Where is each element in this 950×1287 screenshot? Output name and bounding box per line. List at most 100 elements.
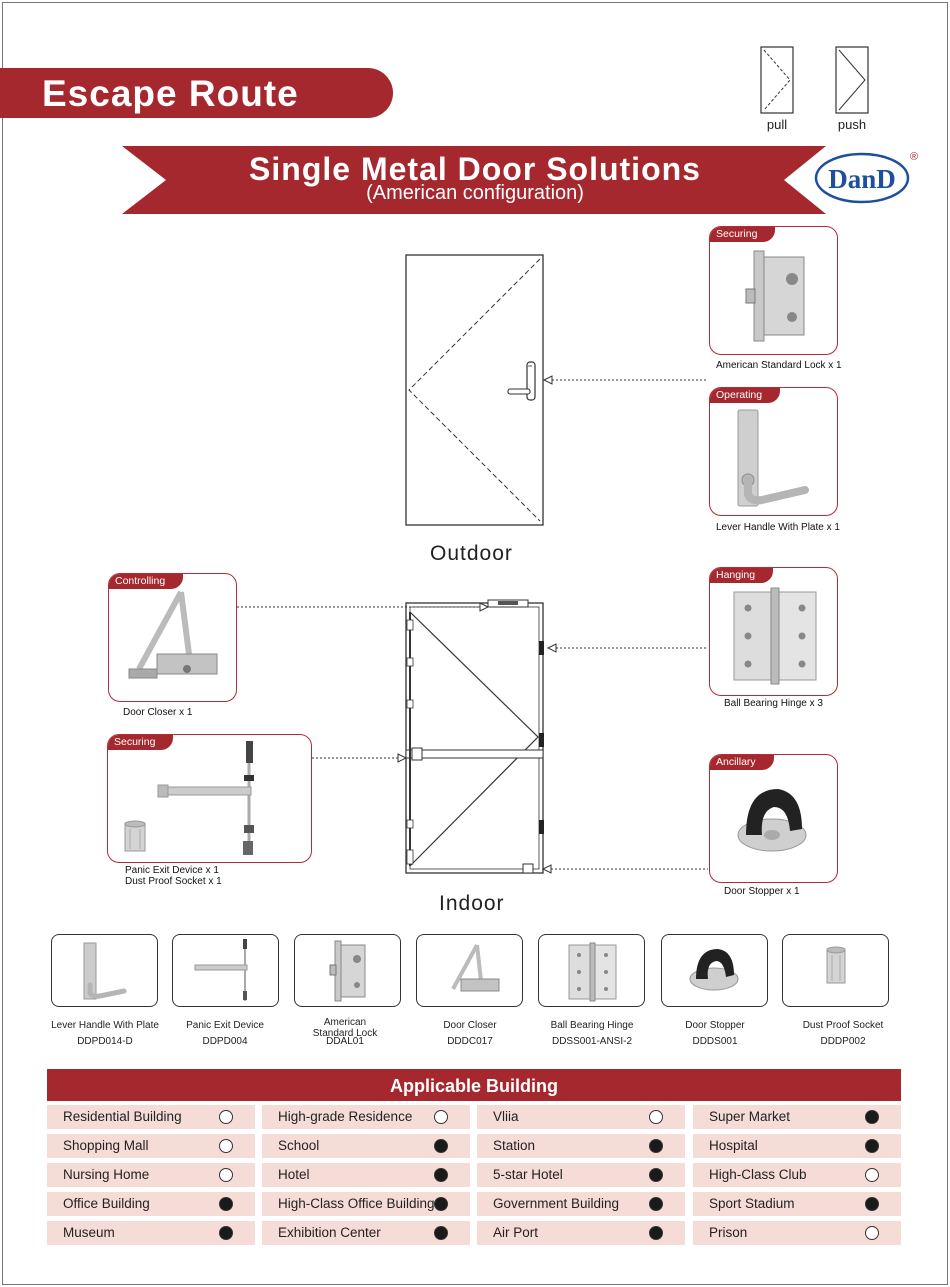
- card-lever-handle: Operating: [709, 387, 838, 516]
- building-cell: High-grade Residence: [262, 1105, 470, 1129]
- product-code: DDDC017: [447, 1036, 493, 1047]
- not-applicable-empty-dot-icon: [865, 1226, 879, 1240]
- not-applicable-empty-dot-icon: [219, 1110, 233, 1124]
- building-name: Vliia: [493, 1109, 519, 1124]
- applicable-filled-dot-icon: [865, 1139, 879, 1153]
- mortise-lock-icon: [329, 940, 366, 1002]
- product-american-standard-lock: [294, 934, 401, 1007]
- building-cell: Air Port: [477, 1221, 685, 1245]
- caption-panic-line2: Dust Proof Socket x 1: [125, 876, 222, 887]
- applicable-filled-dot-icon: [219, 1197, 233, 1211]
- push-legend: push: [832, 46, 872, 132]
- building-cell: Hotel: [262, 1163, 470, 1187]
- door-stopper-icon: [737, 789, 807, 852]
- building-cell: Super Market: [693, 1105, 901, 1129]
- product-name: Door Closer: [443, 1020, 497, 1031]
- mortise-lock-icon: [745, 250, 805, 342]
- panic-exit-device-icon: [194, 939, 248, 1001]
- building-cell: Nursing Home: [47, 1163, 255, 1187]
- hinge-icon: [733, 587, 817, 685]
- lever-handle-icon: [83, 942, 127, 1000]
- applicable-filled-dot-icon: [219, 1226, 233, 1240]
- building-name: Shopping Mall: [63, 1138, 149, 1153]
- applicable-filled-dot-icon: [434, 1197, 448, 1211]
- product-name: Panic Exit Device: [186, 1020, 264, 1031]
- not-applicable-empty-dot-icon: [219, 1139, 233, 1153]
- product-door-closer: [416, 934, 523, 1007]
- outdoor-label: Outdoor: [430, 542, 513, 565]
- applicable-filled-dot-icon: [434, 1168, 448, 1182]
- pull-legend: pull: [757, 46, 797, 132]
- applicable-filled-dot-icon: [649, 1139, 663, 1153]
- banner-ribbon: [122, 146, 826, 214]
- product-ball-bearing-hinge: [538, 934, 645, 1007]
- product-name-line1: American: [323, 1017, 367, 1028]
- applicable-filled-dot-icon: [865, 1110, 879, 1124]
- product-code: DDSS001-ANSI-2: [551, 1036, 633, 1047]
- caption-closer: Door Closer x 1: [123, 707, 193, 718]
- caption-panic-line1: Panic Exit Device x 1: [125, 865, 219, 876]
- building-cell: High-Class Office Building: [262, 1192, 470, 1216]
- building-cell: High-Class Club: [693, 1163, 901, 1187]
- applicable-filled-dot-icon: [865, 1197, 879, 1211]
- logo-text: DanD: [828, 164, 896, 194]
- card-tag: Ancillary: [710, 755, 774, 770]
- building-cell: Government Building: [477, 1192, 685, 1216]
- door-closer-icon: [451, 944, 500, 992]
- caption-lock: American Standard Lock x 1: [716, 360, 842, 371]
- building-name: 5-star Hotel: [493, 1167, 563, 1182]
- building-name: Museum: [63, 1225, 115, 1240]
- registered-mark: ®: [910, 151, 918, 163]
- card-tag: Controlling: [109, 574, 184, 589]
- building-cell: School: [262, 1134, 470, 1158]
- card-tag: Securing: [710, 227, 776, 242]
- building-cell: Museum: [47, 1221, 255, 1245]
- indoor-label: Indoor: [439, 892, 505, 915]
- product-panic-exit-device: [172, 934, 279, 1007]
- pull-label: pull: [766, 117, 788, 132]
- door-closer-icon: [128, 590, 218, 679]
- applicable-filled-dot-icon: [649, 1168, 663, 1182]
- card-tag: Operating: [710, 388, 781, 403]
- building-name: Super Market: [709, 1109, 791, 1124]
- product-name: Ball Bearing Hinge: [550, 1020, 634, 1031]
- building-name: Residential Building: [63, 1109, 182, 1124]
- not-applicable-empty-dot-icon: [219, 1168, 233, 1182]
- product-code: DDPD004: [202, 1036, 248, 1047]
- applicable-filled-dot-icon: [649, 1226, 663, 1240]
- product-door-stopper: [661, 934, 768, 1007]
- building-name: High-Class Club: [709, 1167, 807, 1182]
- applicable-filled-dot-icon: [434, 1226, 448, 1240]
- product-code: DDAL01: [326, 1036, 364, 1047]
- dust-proof-socket-icon: [826, 946, 846, 984]
- card-panic-exit-device: Securing: [107, 734, 312, 863]
- building-cell: Shopping Mall: [47, 1134, 255, 1158]
- door-diagrams: [237, 254, 708, 874]
- caption-lever: Lever Handle With Plate x 1: [716, 522, 840, 533]
- banner-subtitle: (American configuration): [366, 182, 584, 204]
- banner-title: Single Metal Door Solutions: [249, 151, 701, 187]
- product-name: Lever Handle With Plate: [51, 1020, 159, 1031]
- caption-hinge: Ball Bearing Hinge x 3: [724, 698, 823, 709]
- not-applicable-empty-dot-icon: [434, 1110, 448, 1124]
- product-name: Door Stopper: [685, 1020, 745, 1031]
- building-name: High-Class Office Building: [278, 1196, 435, 1211]
- building-name: Government Building: [493, 1196, 620, 1211]
- building-cell: Residential Building: [47, 1105, 255, 1129]
- product-name: American Standard Lock: [280, 1017, 410, 1039]
- building-cell: Station: [477, 1134, 685, 1158]
- dand-logo: DanD ®: [814, 151, 918, 204]
- building-name: School: [278, 1138, 320, 1153]
- building-name: Prison: [709, 1225, 748, 1240]
- card-ball-bearing-hinge: Hanging: [709, 567, 838, 696]
- building-cell: Office Building: [47, 1192, 255, 1216]
- building-name: Hospital: [709, 1138, 758, 1153]
- card-american-standard-lock: Securing: [709, 226, 838, 355]
- card-tag: Securing: [108, 735, 174, 750]
- product-lever-handle: [51, 934, 158, 1007]
- push-door-icon: [835, 46, 869, 114]
- building-name: Office Building: [63, 1196, 150, 1211]
- product-name: Dust Proof Socket: [802, 1020, 884, 1031]
- building-name: Sport Stadium: [709, 1196, 795, 1211]
